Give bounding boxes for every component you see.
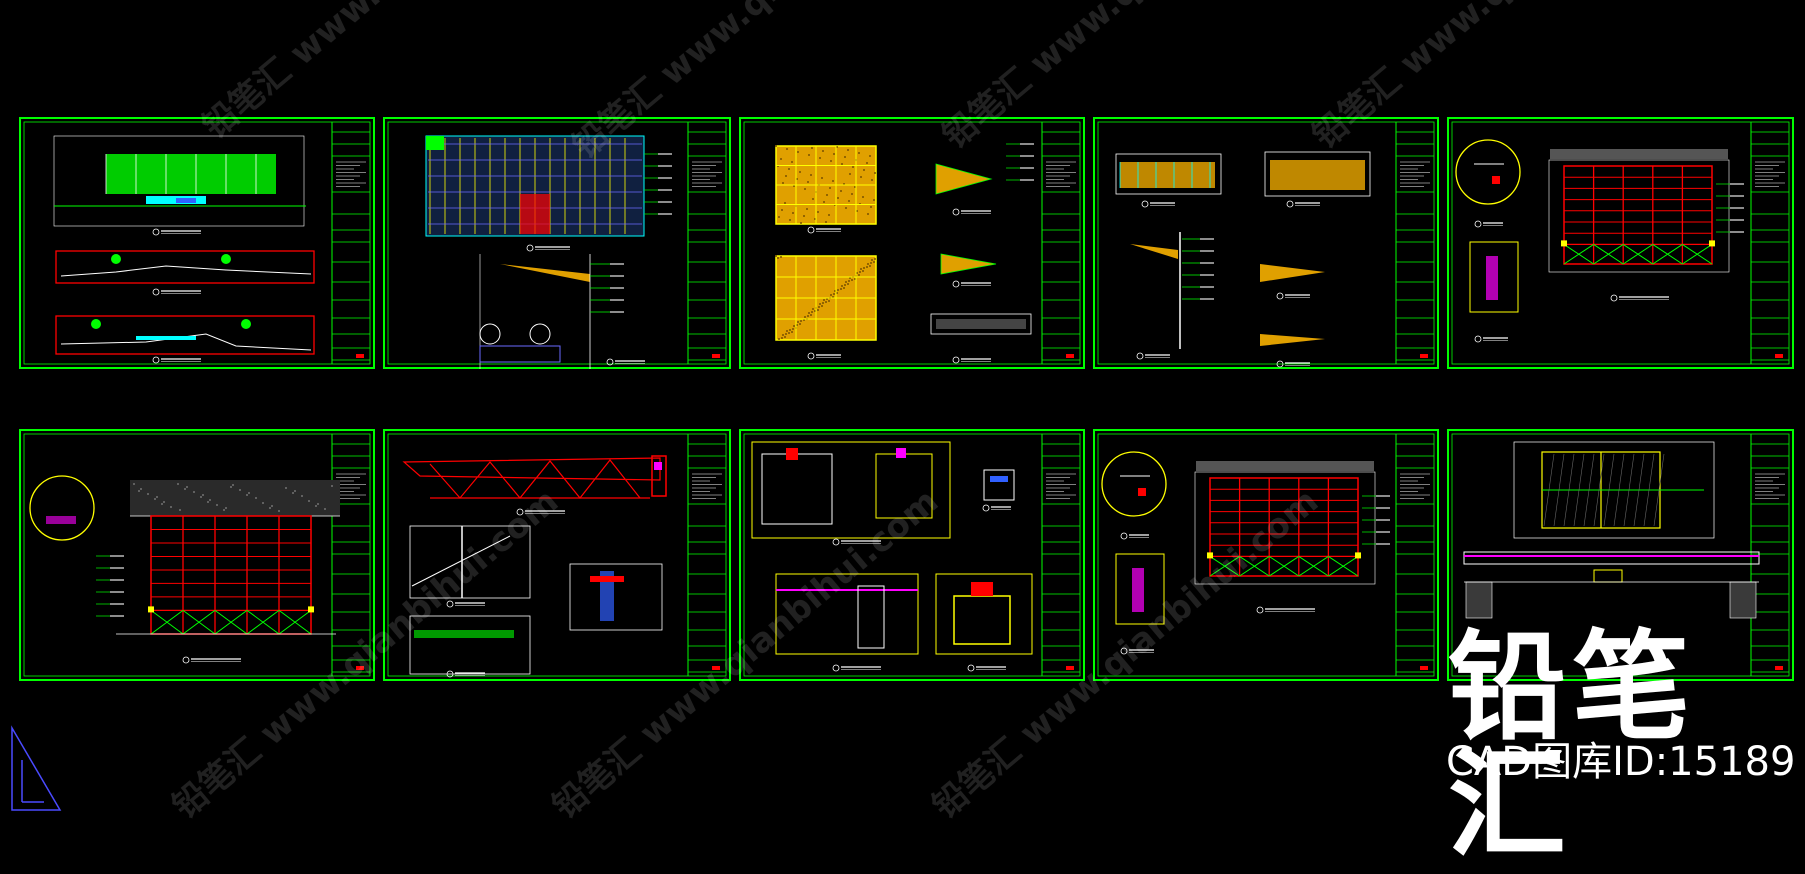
sheet-10	[1447, 429, 1794, 681]
sheet-7	[383, 429, 731, 681]
ucs-icon	[11, 725, 62, 811]
sheet-6	[19, 429, 375, 681]
sheet-1	[19, 117, 375, 369]
sheet-8	[739, 429, 1085, 681]
cad-library-id: CAD图库ID:15189	[1446, 739, 1796, 785]
sheet-2	[383, 117, 731, 369]
sheet-3	[739, 117, 1085, 369]
sheet-9	[1093, 429, 1439, 681]
sheet-5	[1447, 117, 1794, 369]
cad-drawing-canvas	[11, 117, 1794, 811]
sheet-4	[1093, 117, 1439, 369]
